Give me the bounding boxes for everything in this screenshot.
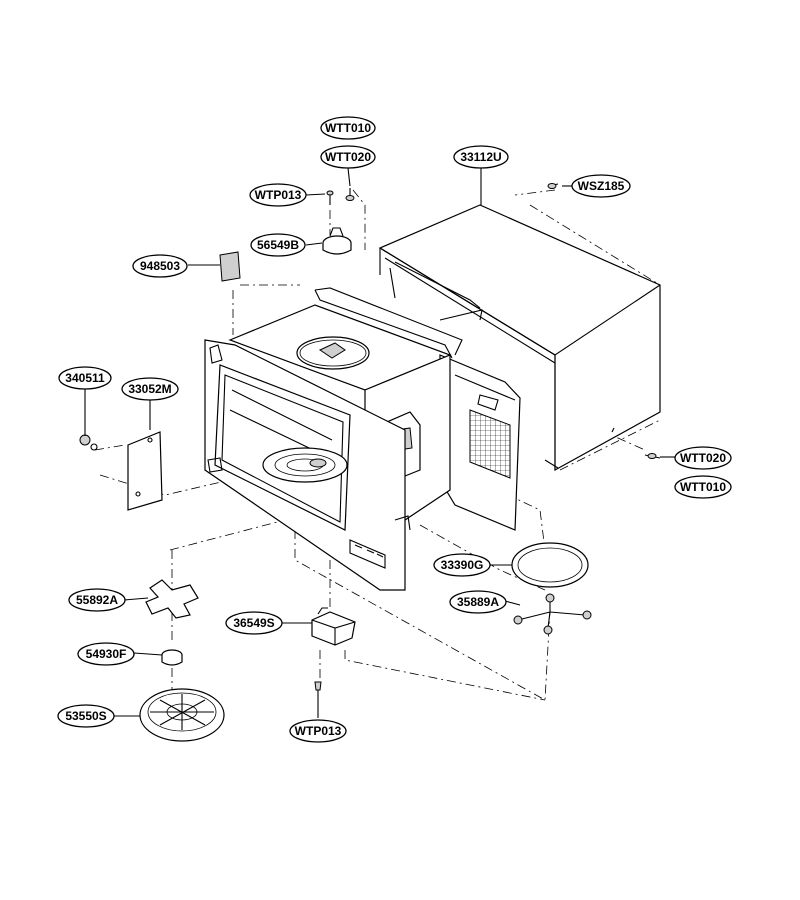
label-54930f: 54930F: [77, 642, 135, 666]
label-33390g: 33390G: [433, 553, 491, 577]
label-text: WSZ185: [578, 179, 625, 193]
label-text: 948503: [140, 259, 180, 273]
label-948503: 948503: [132, 254, 188, 278]
screws-top: [326, 183, 661, 459]
label-wtp013-bottom: WTP013: [289, 719, 347, 743]
part-948503: [219, 251, 241, 282]
part-35889a-roller: [513, 593, 592, 635]
label-wsz185: WSZ185: [571, 174, 631, 198]
label-text: 33390G: [441, 558, 484, 572]
label-text: WTP013: [295, 724, 342, 738]
label-wtp013-top: WTP013: [249, 183, 307, 207]
label-text: 33112U: [460, 150, 501, 164]
label-text: WTT020: [680, 451, 726, 465]
label-text: 54930F: [86, 647, 127, 661]
label-33112u: 33112U: [453, 145, 509, 169]
part-55892a-coupler: [145, 579, 199, 619]
part-340511-33052m: [79, 431, 163, 511]
leader-lines: [84, 167, 676, 718]
label-53550s: 53550S: [57, 704, 115, 728]
label-36549s: 36549S: [225, 611, 283, 635]
label-text: WTT020: [325, 150, 371, 164]
label-text: WTT010: [680, 480, 726, 494]
part-54930f: [161, 649, 183, 666]
label-56549b: 56549B: [250, 233, 306, 257]
screw-bottom: [314, 681, 322, 700]
label-text: WTP013: [255, 188, 302, 202]
cavity-chassis: [204, 287, 521, 591]
outer-case: [378, 204, 661, 472]
part-56549b-motor: [322, 227, 352, 255]
label-wtt020-top: WTT020: [320, 145, 376, 169]
label-text: 36549S: [233, 616, 274, 630]
part-53550s-ring: [139, 688, 225, 742]
part-36549s-motor: [311, 607, 356, 646]
label-35889a: 35889A: [449, 590, 507, 614]
label-340511: 340511: [58, 366, 112, 390]
label-text: WTT010: [325, 121, 371, 135]
label-text: 33052M: [128, 382, 171, 396]
label-text: 53550S: [65, 709, 106, 723]
label-text: 35889A: [457, 595, 499, 609]
label-text: 56549B: [257, 238, 299, 252]
label-wtt020-right: WTT020: [674, 446, 732, 470]
label-wtt010-top: WTT010: [320, 116, 376, 140]
part-33390g-glass-tray: [511, 542, 589, 588]
label-text: 55892A: [76, 593, 118, 607]
label-55892a: 55892A: [68, 588, 126, 612]
label-text: 340511: [65, 371, 105, 385]
label-wtt010-right: WTT010: [674, 475, 732, 499]
label-33052m: 33052M: [121, 377, 179, 401]
